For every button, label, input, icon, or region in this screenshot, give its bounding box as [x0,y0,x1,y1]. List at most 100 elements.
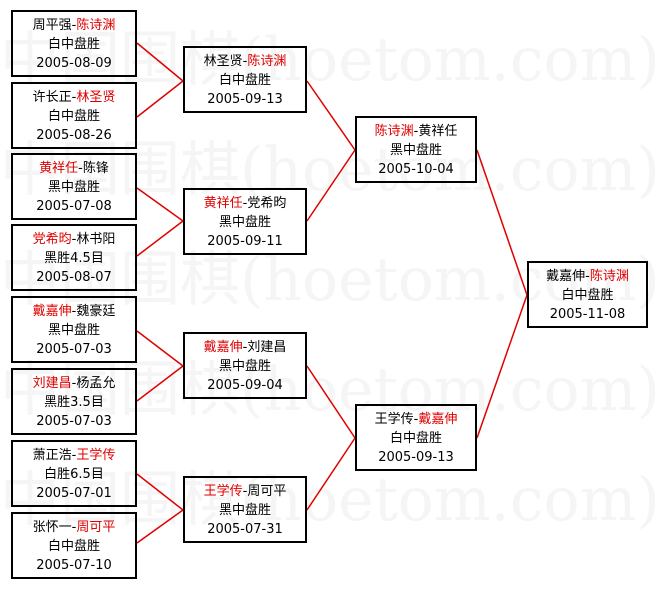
match-box-r1-5: 戴嘉伸-魏豪廷 黑中盘胜 2005-07-03 [11,296,137,363]
match-date: 2005-08-07 [36,270,112,285]
match-date: 2005-08-09 [36,56,112,71]
match-box-r2-4: 王学传-周可平 黑中盘胜 2005-07-31 [183,476,307,543]
connector-line [136,220,184,257]
player-white: 王学传 [76,448,116,463]
player-white: 黄祥任 [418,124,458,139]
player-black: 张怀一 [32,520,72,535]
connector-line [136,80,184,118]
player-white: 党希昀 [247,196,287,211]
match-date: 2005-09-13 [207,92,283,107]
match-date: 2005-07-03 [36,414,112,429]
match-date: 2005-11-08 [549,307,626,322]
match-box-final: 戴嘉伸-陈诗渊 白中盘胜 2005-11-08 [527,261,648,328]
match-date: 2005-07-01 [36,486,112,501]
match-result: 黑中盘胜 [47,323,100,338]
player-white: 魏豪廷 [76,304,116,319]
match-box-r1-1: 周平强-陈诗渊 白中盘胜 2005-08-09 [11,10,137,77]
match-box-r2-1: 林圣贤-陈诗渊 白中盘胜 2005-09-13 [183,46,307,113]
player-black: 刘建昌 [32,376,72,391]
match-players: 林圣贤-陈诗渊 [203,54,287,69]
match-result: 黑中盘胜 [218,359,271,374]
match-result: 黑胜3.5目 [44,395,104,410]
player-white: 周可平 [247,484,287,499]
player-black: 陈诗渊 [374,124,414,139]
match-box-r1-2: 许长正-林圣贤 白中盘胜 2005-08-26 [11,82,137,149]
player-black: 戴嘉伸 [546,269,586,284]
match-box-r1-7: 萧正浩-王学传 白胜6.5目 2005-07-01 [11,440,137,507]
match-players: 王学传-戴嘉伸 [374,412,458,427]
connector-line [476,294,528,439]
player-white: 刘建昌 [247,340,287,355]
match-box-r1-3: 黄祥任-陈锋 黑中盘胜 2005-07-08 [11,153,137,220]
player-black: 戴嘉伸 [32,304,72,319]
match-players: 戴嘉伸-刘建昌 [203,340,287,355]
match-box-r3-2: 王学传-戴嘉伸 白中盘胜 2005-09-13 [355,404,477,471]
match-players: 黄祥任-陈锋 [39,161,109,176]
connector-line [306,80,356,151]
connector-line [136,330,184,367]
match-box-r1-6: 刘建昌-杨孟允 黑胜3.5目 2005-07-03 [11,368,137,435]
match-players: 张怀一-周可平 [32,520,116,535]
player-black: 党希昀 [32,232,72,247]
player-white: 陈诗渊 [247,54,287,69]
match-date: 2005-09-11 [207,234,283,249]
match-result: 黑中盘胜 [47,180,100,195]
match-players: 党希昀-林书阳 [32,232,116,247]
match-date: 2005-07-31 [207,522,283,537]
match-result: 白中盘胜 [561,288,614,303]
match-date: 2005-10-04 [378,162,454,177]
match-box-r2-2: 黄祥任-党希昀 黑中盘胜 2005-09-11 [183,188,307,255]
match-players: 萧正浩-王学传 [32,448,116,463]
match-players: 黄祥任-党希昀 [203,196,287,211]
match-result: 白中盘胜 [47,37,100,52]
player-black: 黄祥任 [39,161,79,176]
match-players: 周平强-陈诗渊 [32,18,116,33]
match-date: 2005-08-26 [36,128,112,143]
match-result: 白中盘胜 [47,539,100,554]
match-box-r1-8: 张怀一-周可平 白中盘胜 2005-07-10 [11,512,137,579]
match-date: 2005-09-13 [378,450,454,465]
connector-line [136,365,184,402]
connector-line [136,509,184,544]
player-white: 杨孟允 [76,376,116,391]
connector-line [306,437,356,511]
match-result: 黑中盘胜 [389,143,442,158]
player-black: 戴嘉伸 [203,340,243,355]
connector-line [136,42,184,82]
connector-line [306,149,356,222]
match-players: 戴嘉伸-陈诗渊 [546,269,629,284]
player-white: 陈诗渊 [76,18,116,33]
player-white: 林圣贤 [76,90,116,105]
player-black: 周平强 [32,18,72,33]
player-black: 许长正 [32,90,72,105]
match-date: 2005-09-04 [207,378,283,393]
player-white: 林书阳 [76,232,116,247]
player-white: 陈锋 [82,161,109,176]
player-black: 王学传 [374,412,414,427]
player-black: 林圣贤 [203,54,243,69]
match-date: 2005-07-10 [36,558,112,573]
match-players: 许长正-林圣贤 [32,90,116,105]
match-result: 黑胜4.5目 [44,251,104,266]
player-white: 周可平 [76,520,116,535]
match-result: 白中盘胜 [47,109,100,124]
match-date: 2005-07-03 [36,342,112,357]
match-box-r3-1: 陈诗渊-黄祥任 黑中盘胜 2005-10-04 [355,116,477,183]
match-result: 黑中盘胜 [218,215,271,230]
match-players: 刘建昌-杨孟允 [32,376,116,391]
match-result: 黑中盘胜 [218,503,271,518]
match-date: 2005-07-08 [36,199,112,214]
connector-line [136,473,184,511]
player-white: 戴嘉伸 [418,412,458,427]
match-result: 白中盘胜 [218,73,271,88]
player-black: 萧正浩 [32,448,72,463]
connector-line [136,187,184,222]
player-white: 陈诗渊 [589,269,629,284]
match-players: 陈诗渊-黄祥任 [374,124,458,139]
player-black: 王学传 [203,484,243,499]
match-result: 白胜6.5目 [44,467,104,482]
match-result: 白中盘胜 [389,431,442,446]
match-box-r1-4: 党希昀-林书阳 黑胜4.5目 2005-08-07 [11,224,137,291]
connector-line [476,149,528,296]
